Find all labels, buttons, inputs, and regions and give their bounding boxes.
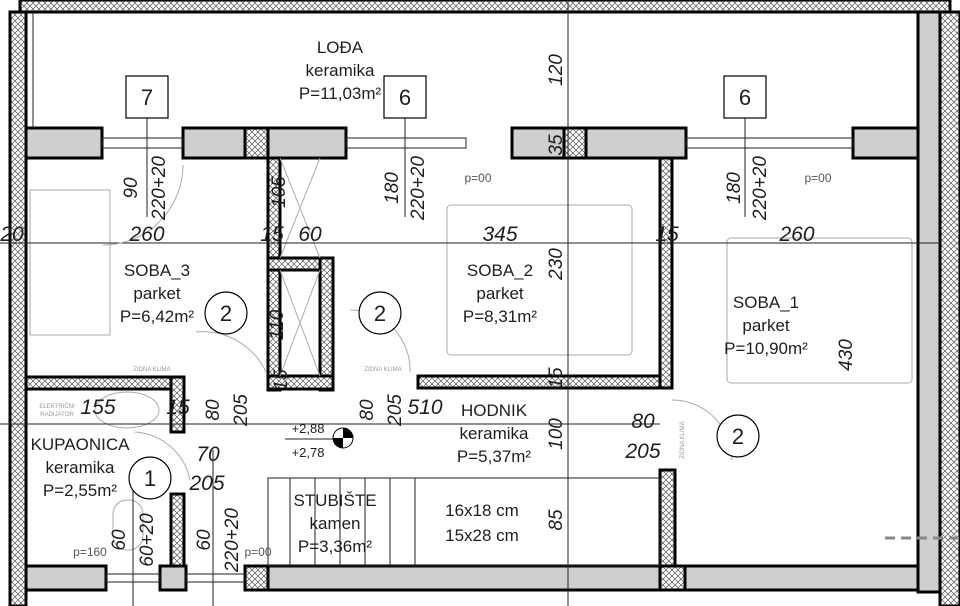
dimension-label-vertical: 230	[546, 248, 567, 281]
walls	[8, 0, 960, 606]
dimension-label-vertical: 15	[271, 369, 292, 391]
equipment-label: ZIDNA KLIMA	[133, 367, 170, 373]
door-tag-circle	[128, 456, 172, 500]
dimension-label-vertical: 220+20	[149, 156, 170, 221]
dimension-label-vertical: 220+20	[408, 156, 429, 221]
dimension-label-vertical: 220+20	[222, 508, 243, 573]
door-tag: 2	[220, 301, 232, 326]
room-floor: keramika	[46, 458, 116, 477]
dimension-label-vertical: 60	[194, 529, 215, 551]
door-tag: 2	[374, 301, 386, 326]
toilet	[112, 499, 144, 551]
dimension-label-vertical: 60	[109, 529, 130, 551]
sill-height: p=00	[804, 171, 831, 185]
bed-soba-1	[726, 237, 913, 384]
dimension-label-vertical: 15	[546, 367, 567, 389]
door-tag: 2	[732, 424, 744, 449]
dimension-label-vertical: 110	[267, 309, 288, 340]
room-name: LOĐA	[317, 38, 364, 57]
dimension-label: 205	[188, 472, 224, 495]
room-floor: keramika	[306, 61, 376, 80]
dimension-label-vertical: 180	[382, 172, 403, 204]
room-name: SOBA_1	[733, 293, 799, 312]
dimension-label-vertical: 430	[836, 339, 857, 371]
floor-level: +2,88	[292, 421, 325, 436]
equipment-label: ZIDNA KLIMA	[680, 421, 686, 458]
dimension-label-vertical: 105	[269, 176, 290, 208]
window-tag-box	[383, 75, 427, 119]
dimension-label-vertical: 80	[357, 399, 378, 421]
dimension-label: 155	[80, 396, 115, 419]
room-name: KUPAONICA	[31, 435, 131, 454]
room-area: P=6,42m²	[120, 307, 195, 326]
dimension-label-vertical: 205	[385, 394, 406, 427]
sill-height: p=00	[464, 171, 491, 185]
dimension-label: 260	[128, 223, 164, 246]
door-tag-circle	[204, 291, 248, 335]
room-name: STUBIŠTE	[293, 491, 376, 510]
room-area: P=11,03m²	[299, 84, 382, 103]
room-name: SOBA_3	[124, 261, 190, 280]
dimension-label-vertical: 60+20	[137, 513, 158, 567]
dimension-label-vertical: 220+20	[750, 156, 771, 221]
room-area: P=10,90m²	[724, 339, 808, 358]
dimension-label: 15	[655, 223, 679, 246]
door-tag-circle	[358, 291, 402, 335]
room-floor: keramika	[460, 424, 530, 443]
staircase	[267, 477, 661, 567]
dimension-label-vertical: 85	[546, 509, 567, 531]
bed-soba-2	[446, 204, 633, 356]
dimension-label-vertical: 205	[231, 394, 252, 427]
door-tag: 1	[144, 466, 156, 491]
room-floor: parket	[742, 316, 790, 335]
window-tag-box	[125, 75, 169, 119]
window-tag: 7	[141, 85, 153, 110]
dimension-label: 80	[631, 410, 655, 433]
window-tag: 6	[739, 85, 751, 110]
window-tag: 6	[399, 85, 411, 110]
dimension-label: 15	[166, 396, 190, 419]
room-floor: parket	[476, 284, 524, 303]
dimension-label-vertical: 80	[203, 399, 224, 421]
room-area: P=8,31m²	[463, 307, 538, 326]
dimension-label: 70	[196, 443, 220, 466]
dimension-label-vertical: 35	[546, 134, 567, 156]
dimension-label: 60	[298, 223, 322, 246]
dimension-label-vertical: 120	[546, 54, 567, 86]
room-name: SOBA_2	[467, 261, 533, 280]
dimension-label: 345	[482, 223, 517, 246]
equipment-label: ZIDNA KLIMA	[364, 367, 401, 373]
room-floor: kamen	[309, 514, 360, 533]
door-tag-circle	[716, 414, 760, 458]
right-column	[938, 10, 960, 606]
dimension-label-vertical: 90	[121, 177, 142, 199]
dimension-label-vertical: 180	[724, 172, 745, 204]
room-area: P=3,36m²	[298, 537, 373, 556]
bed-soba-3	[29, 189, 111, 336]
floor-level: +2,78	[292, 445, 325, 460]
sill-height: p=160	[73, 545, 107, 559]
window-tag-box	[723, 75, 767, 119]
washbasin	[94, 391, 160, 429]
sill-height: p=00	[244, 545, 271, 559]
equipment-label: ELEKTRIČNI	[39, 403, 75, 410]
top-slab	[18, 0, 952, 14]
room-floor: parket	[133, 284, 181, 303]
left-column	[8, 10, 28, 606]
stair-step-size: 16x18 cm	[445, 501, 519, 520]
room-area: P=5,37m²	[457, 447, 532, 466]
dimension-label: 510	[407, 396, 442, 419]
windows	[101, 137, 854, 149]
dimension-label: 20	[0, 223, 24, 246]
dimension-label-vertical: 100	[546, 418, 567, 450]
room-area: P=2,55m²	[43, 481, 118, 500]
stair-step-size: 15x28 cm	[445, 526, 519, 545]
dimension-label: 260	[778, 223, 814, 246]
equipment-label: RADIJATOR	[40, 412, 74, 418]
dimension-label: 205	[624, 440, 660, 463]
room-name: HODNIK	[461, 401, 528, 420]
dimension-label: 15	[260, 223, 284, 246]
